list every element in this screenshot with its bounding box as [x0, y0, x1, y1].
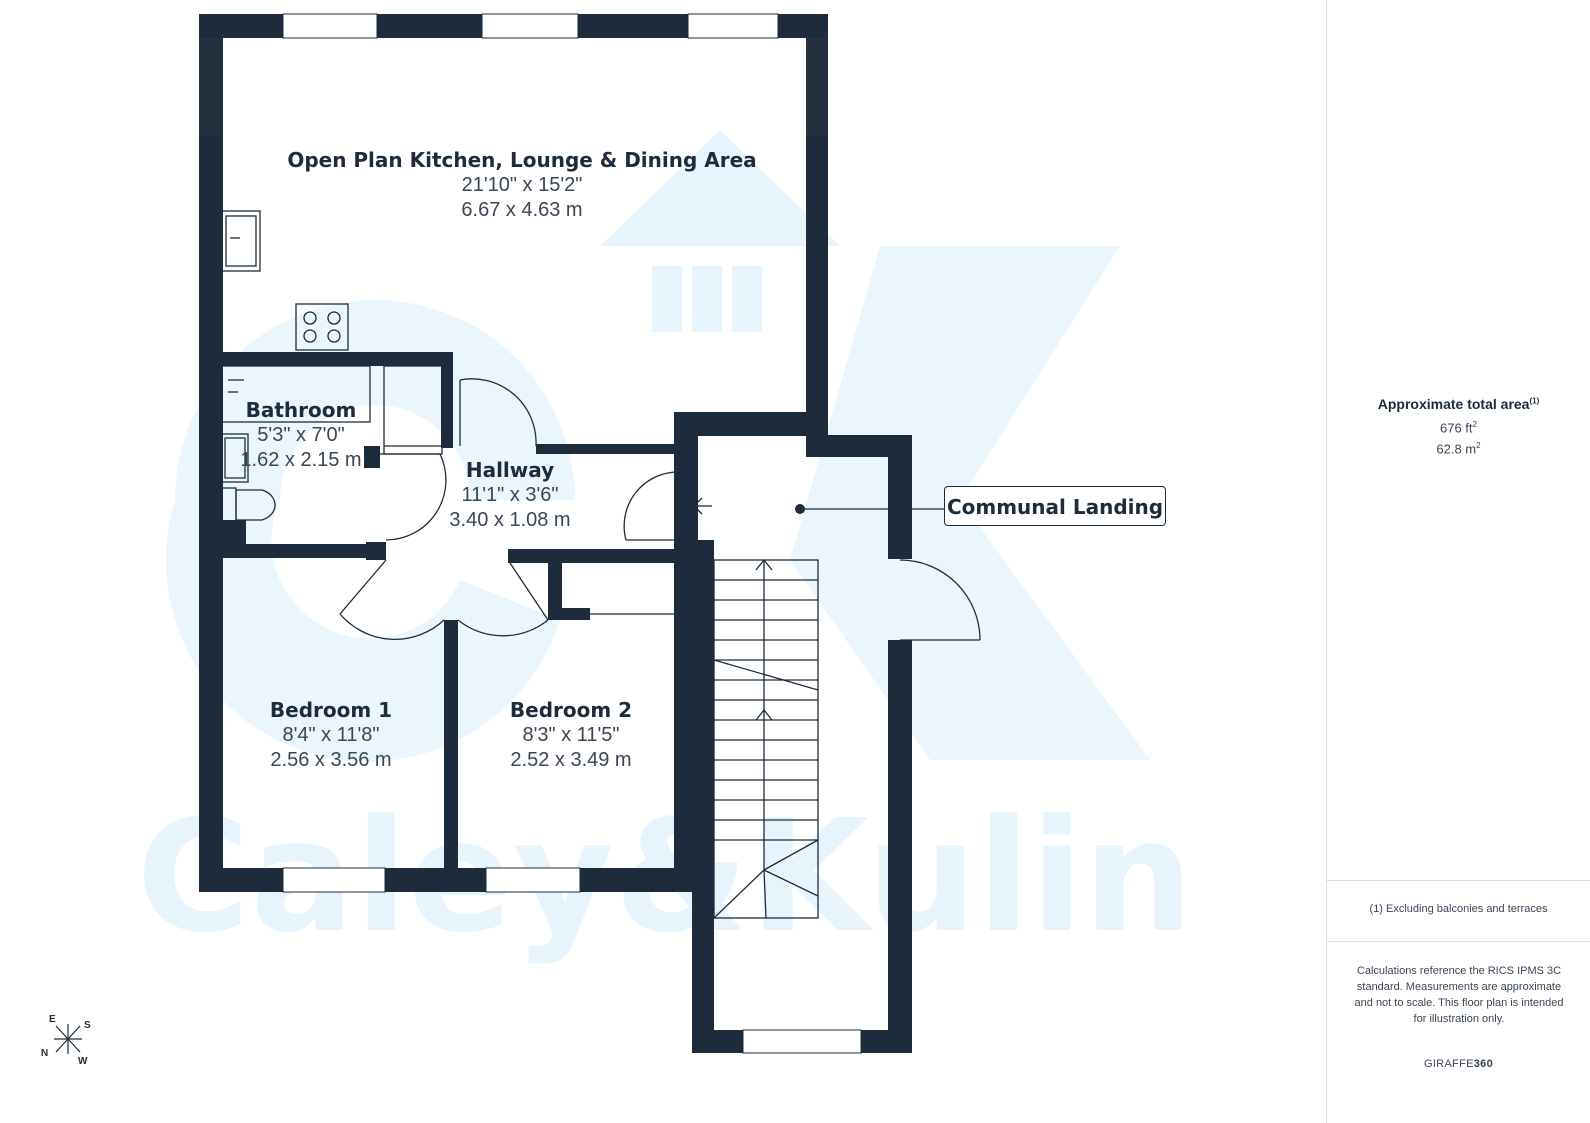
room-name: Bedroom 1 [269, 698, 393, 722]
room-dimension-metric: 1.62 x 2.15 m [240, 449, 362, 471]
room-name: Hallway [465, 458, 555, 482]
area-sqm: 62.8 m2 [1436, 441, 1481, 457]
area-sqft: 676 ft2 [1440, 420, 1477, 436]
room-dimension-metric: 2.52 x 3.49 m [510, 749, 632, 771]
room-label-hallway: Hallway 11'1" x 3'6" 3.40 x 1.08 m [430, 458, 590, 533]
divider [1327, 941, 1590, 942]
room-dimension-imperial: 8'3" x 11'5" [522, 724, 620, 746]
room-dimension-imperial: 8'4" x 11'8" [282, 724, 380, 746]
area-footnote: (1) Excluding balconies and terraces [1369, 903, 1548, 915]
floor-plan: Caley&Kulin [54, 13, 1194, 1054]
room-name: Bathroom [245, 398, 357, 422]
compass-icon [54, 1024, 82, 1054]
compass-north: N [41, 1048, 49, 1059]
room-dimension-metric: 3.40 x 1.08 m [449, 509, 571, 531]
room-dimension-imperial: 11'1" x 3'6" [461, 484, 559, 506]
room-label-kitchen: Open Plan Kitchen, Lounge & Dining Area … [272, 148, 772, 223]
watermark-logo [165, 130, 1150, 762]
compass-east: E [49, 1014, 56, 1025]
room-dimension-imperial: 21'10" x 15'2" [461, 174, 583, 196]
room-dimension-imperial: 5'3" x 7'0" [257, 424, 345, 446]
area-summary: Approximate total area(1) 676 ft2 62.8 m… [1327, 396, 1590, 457]
wall-shade [806, 38, 828, 136]
compass-west: W [78, 1056, 88, 1067]
room-name: Open Plan Kitchen, Lounge & Dining Area [287, 148, 757, 172]
divider [1327, 880, 1590, 881]
room-label-bedroom-1: Bedroom 1 8'4" x 11'8" 2.56 x 3.56 m [246, 698, 416, 773]
brand-logo: GIRAFFE360 [1423, 1058, 1494, 1070]
room-name: Bedroom 2 [509, 698, 633, 722]
info-sidebar: Approximate total area(1) 676 ft2 62.8 m… [1326, 0, 1590, 1123]
calculation-note: Calculations reference the RICS IPMS 3C … [1354, 965, 1564, 1025]
room-label-bedroom-2: Bedroom 2 8'3" x 11'5" 2.52 x 3.49 m [486, 698, 656, 773]
area-title: Approximate total area(1) [1377, 396, 1540, 412]
windows [282, 13, 862, 1054]
leader-dot [795, 504, 805, 514]
communal-landing-label: Communal Landing [944, 486, 1166, 526]
wall-shade [199, 38, 223, 136]
fixtures [221, 210, 981, 919]
room-label-bathroom: Bathroom 5'3" x 7'0" 1.62 x 2.15 m [236, 398, 366, 473]
compass-south: S [84, 1020, 91, 1031]
room-dimension-metric: 2.56 x 3.56 m [270, 749, 392, 771]
room-dimension-metric: 6.67 x 4.63 m [461, 199, 583, 221]
